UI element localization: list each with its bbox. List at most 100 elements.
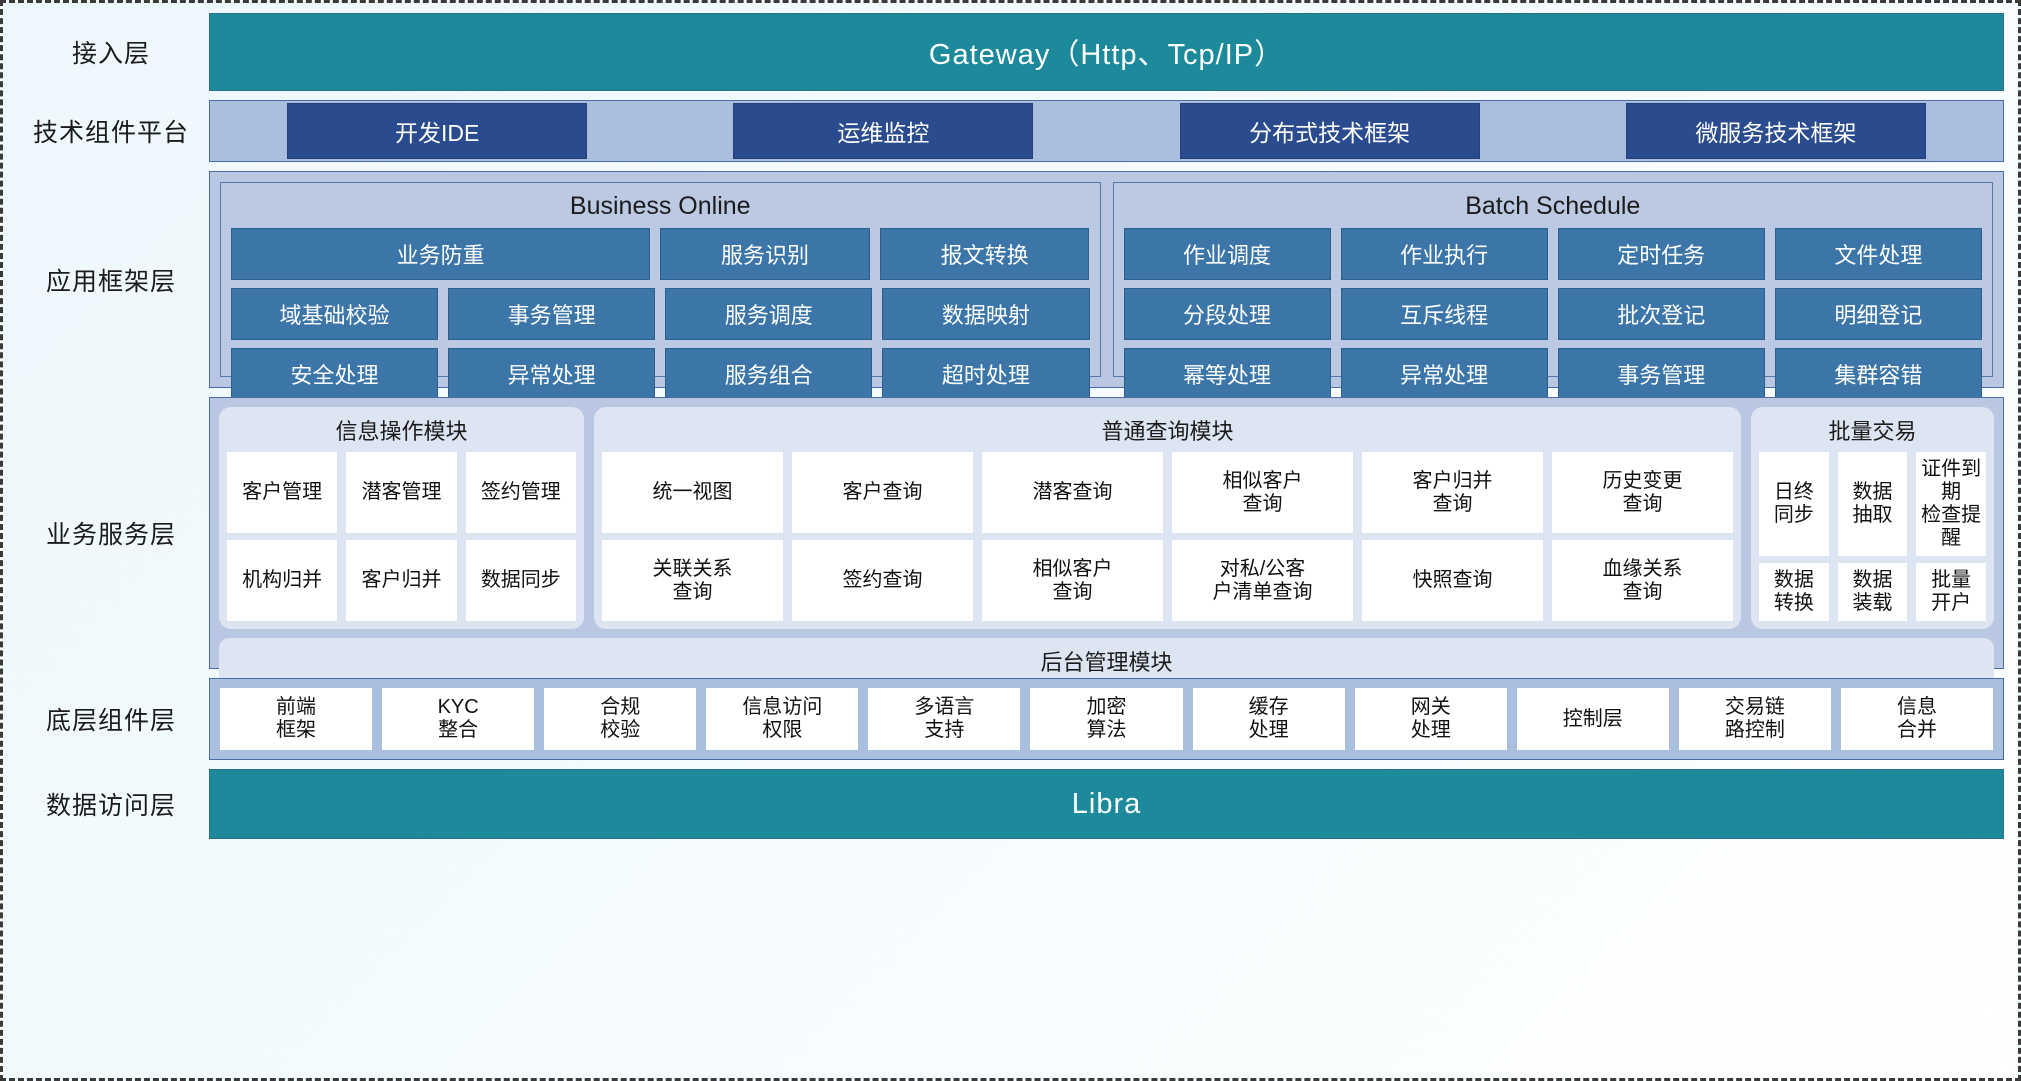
cell-unified-view[interactable]: 统一视图 xyxy=(602,452,783,533)
cell-similar-customer-query-2[interactable]: 相似客户 查询 xyxy=(982,540,1163,621)
cell-customer-mgmt[interactable]: 客户管理 xyxy=(227,452,338,533)
group-row: 域基础校验 事务管理 服务调度 数据映射 xyxy=(231,288,1090,340)
cell-job-schedule[interactable]: 作业调度 xyxy=(1123,228,1331,280)
group-business-online: Business Online 业务防重 服务识别 报文转换 域基础校验 事务管… xyxy=(220,182,1101,400)
module-title-info-operation: 信息操作模块 xyxy=(335,419,468,444)
module-row: 日终 同步 数据 抽取 证件到期 检查提醒 xyxy=(1759,452,1987,556)
cell-retail-corporate-list-query[interactable]: 对私/公客 户清单查询 xyxy=(1172,540,1353,621)
cell-data-extract[interactable]: 数据 抽取 xyxy=(1837,452,1908,556)
cell-idempotent-process[interactable]: 幂等处理 xyxy=(1123,348,1331,400)
cell-batch-register[interactable]: 批次登记 xyxy=(1557,288,1765,340)
module-row: 关联关系 查询 签约查询 相似客户 查询 对私/公客 户清单查询 快照查询 血缘… xyxy=(602,540,1733,621)
layer-label-tech: 技术组件平台 xyxy=(32,119,189,147)
cell-transaction-mgmt[interactable]: 事务管理 xyxy=(448,288,656,340)
spacer xyxy=(13,162,2004,171)
cell-data-load[interactable]: 数据 装载 xyxy=(1837,563,1908,621)
libra-bar[interactable]: Libra xyxy=(209,769,2004,839)
cell-snapshot-query[interactable]: 快照查询 xyxy=(1362,540,1543,621)
cell-info-access-permission[interactable]: 信息访问 权限 xyxy=(706,688,859,750)
cell-prospect-mgmt[interactable]: 潜客管理 xyxy=(346,452,457,533)
group-row: 幂等处理 异常处理 事务管理 集群容错 xyxy=(1123,348,1982,400)
group-title-business-online: Business Online xyxy=(569,192,751,220)
group-row: 作业调度 作业执行 定时任务 文件处理 xyxy=(1123,228,1982,280)
cell-prospect-query[interactable]: 潜客查询 xyxy=(982,452,1163,533)
spacer xyxy=(13,91,2004,100)
layer-app-framework: 应用框架层 Business Online 业务防重 服务识别 报文转换 域基础… xyxy=(13,171,2004,400)
cell-batch-transaction-mgmt[interactable]: 事务管理 xyxy=(1557,348,1765,400)
cell-service-dispatch[interactable]: 服务调度 xyxy=(665,288,873,340)
group-row: 分段处理 互斥线程 批次登记 明细登记 xyxy=(1123,288,1982,340)
cell-job-execute[interactable]: 作业执行 xyxy=(1340,228,1548,280)
module-row: 统一视图 客户查询 潜客查询 相似客户 查询 客户归并 查询 历史变更 查询 xyxy=(602,452,1733,533)
tech-chip-ops-monitor[interactable]: 运维监控 xyxy=(733,103,1034,159)
cell-cache-process[interactable]: 缓存 处理 xyxy=(1192,688,1345,750)
business-service-panel: 信息操作模块 客户管理 潜客管理 签约管理 机构归并 客户归并 数据同步 xyxy=(209,397,2004,750)
layer-label-appframework: 应用框架层 xyxy=(45,267,176,296)
module-row: 数据 转换 数据 装载 批量 开户 xyxy=(1759,563,1987,621)
layer-access: 接入层 Gateway（Http、Tcp/IP） xyxy=(13,13,2004,91)
cell-certificate-expiry-reminder[interactable]: 证件到期 检查提醒 xyxy=(1916,452,1987,556)
layer-tech-platform: 技术组件平台 开发IDE 运维监控 分布式技术框架 微服务技术框架 xyxy=(13,100,2004,162)
tech-chip-microservice-framework[interactable]: 微服务技术框架 xyxy=(1625,103,1926,159)
cell-service-identify[interactable]: 服务识别 xyxy=(660,228,870,280)
layer-label-access: 接入层 xyxy=(71,40,150,68)
cell-eod-sync[interactable]: 日终 同步 xyxy=(1759,452,1829,556)
cell-info-merge[interactable]: 信息 合并 xyxy=(1840,688,1994,750)
module-title-batch-transaction: 批量交易 xyxy=(1828,419,1917,444)
cell-contract-query[interactable]: 签约查询 xyxy=(792,540,973,621)
module-row: 机构归并 客户归并 数据同步 xyxy=(227,540,576,621)
layer-data-access: 数据访问层 Libra xyxy=(13,769,2004,839)
cell-data-transform[interactable]: 数据 转换 xyxy=(1759,563,1829,621)
module-title-backend-admin: 后台管理模块 xyxy=(1040,650,1173,675)
cell-cluster-fault-tolerance[interactable]: 集群容错 xyxy=(1774,348,1982,400)
cell-service-composition[interactable]: 服务组合 xyxy=(665,348,873,400)
app-framework-panel: Business Online 业务防重 服务识别 报文转换 域基础校验 事务管… xyxy=(209,171,2004,400)
tech-chip-ide[interactable]: 开发IDE xyxy=(287,103,588,159)
cell-security-process[interactable]: 安全处理 xyxy=(231,348,439,400)
layer-label-service: 业务服务层 xyxy=(45,521,176,549)
cell-customer-merge[interactable]: 客户归并 xyxy=(346,540,457,621)
cell-message-transform[interactable]: 报文转换 xyxy=(879,228,1090,280)
cell-encryption-algorithm[interactable]: 加密 算法 xyxy=(1030,688,1183,750)
cell-compliance-check[interactable]: 合规 校验 xyxy=(544,688,697,750)
cell-contract-mgmt[interactable]: 签约管理 xyxy=(465,452,576,533)
tech-band: 开发IDE 运维监控 分布式技术框架 微服务技术框架 xyxy=(209,100,2004,162)
cell-domain-basic-check[interactable]: 域基础校验 xyxy=(231,288,439,340)
gateway-bar[interactable]: Gateway（Http、Tcp/IP） xyxy=(209,13,2004,91)
cell-relationship-query[interactable]: 关联关系 查询 xyxy=(602,540,783,621)
group-row: 业务防重 服务识别 报文转换 xyxy=(231,228,1090,280)
service-modules-row: 信息操作模块 客户管理 潜客管理 签约管理 机构归并 客户归并 数据同步 xyxy=(219,407,1994,629)
cell-customer-query[interactable]: 客户查询 xyxy=(792,452,973,533)
cell-timeout-process[interactable]: 超时处理 xyxy=(882,348,1090,400)
cell-similar-customer-query[interactable]: 相似客户 查询 xyxy=(1172,452,1353,533)
cell-business-dedup[interactable]: 业务防重 xyxy=(231,228,651,280)
cell-control-layer[interactable]: 控制层 xyxy=(1516,688,1669,750)
cell-timed-task[interactable]: 定时任务 xyxy=(1557,228,1765,280)
cell-mutex-thread[interactable]: 互斥线程 xyxy=(1340,288,1548,340)
cell-file-process[interactable]: 文件处理 xyxy=(1774,228,1982,280)
cell-data-sync[interactable]: 数据同步 xyxy=(465,540,576,621)
cell-detail-register[interactable]: 明细登记 xyxy=(1774,288,1982,340)
cell-org-merge[interactable]: 机构归并 xyxy=(227,540,338,621)
cell-batch-exception-process[interactable]: 异常处理 xyxy=(1340,348,1548,400)
cell-frontend-framework[interactable]: 前端 框架 xyxy=(220,688,373,750)
cell-kyc-integration[interactable]: KYC 整合 xyxy=(382,688,535,750)
cell-segment-process[interactable]: 分段处理 xyxy=(1123,288,1331,340)
cell-data-mapping[interactable]: 数据映射 xyxy=(882,288,1090,340)
cell-customer-merge-query[interactable]: 客户归并 查询 xyxy=(1362,452,1543,533)
cell-multilanguage-support[interactable]: 多语言 支持 xyxy=(868,688,1021,750)
tech-chip-distributed-framework[interactable]: 分布式技术框架 xyxy=(1179,103,1480,159)
cell-gateway-process[interactable]: 网关 处理 xyxy=(1354,688,1507,750)
module-info-operation: 信息操作模块 客户管理 潜客管理 签约管理 机构归并 客户归并 数据同步 xyxy=(219,407,584,629)
cell-kinship-query[interactable]: 血缘关系 查询 xyxy=(1552,540,1733,621)
module-title-common-query: 普通查询模块 xyxy=(1101,419,1234,444)
cell-batch-account-open[interactable]: 批量 开户 xyxy=(1916,563,1987,621)
module-row: 客户管理 潜客管理 签约管理 xyxy=(227,452,576,533)
spacer xyxy=(13,760,2004,769)
module-batch-transaction: 批量交易 日终 同步 数据 抽取 证件到期 检查提醒 数据 转换 数据 装载 批… xyxy=(1751,407,1994,629)
layer-base-component: 底层组件层 前端 框架 KYC 整合 合规 校验 信息访问 权限 多语言 支持 … xyxy=(13,678,2004,760)
cell-transaction-chain-control[interactable]: 交易链 路控制 xyxy=(1678,688,1831,750)
cell-history-change-query[interactable]: 历史变更 查询 xyxy=(1552,452,1733,533)
base-component-band: 前端 框架 KYC 整合 合规 校验 信息访问 权限 多语言 支持 加密 算法 … xyxy=(209,678,2004,760)
